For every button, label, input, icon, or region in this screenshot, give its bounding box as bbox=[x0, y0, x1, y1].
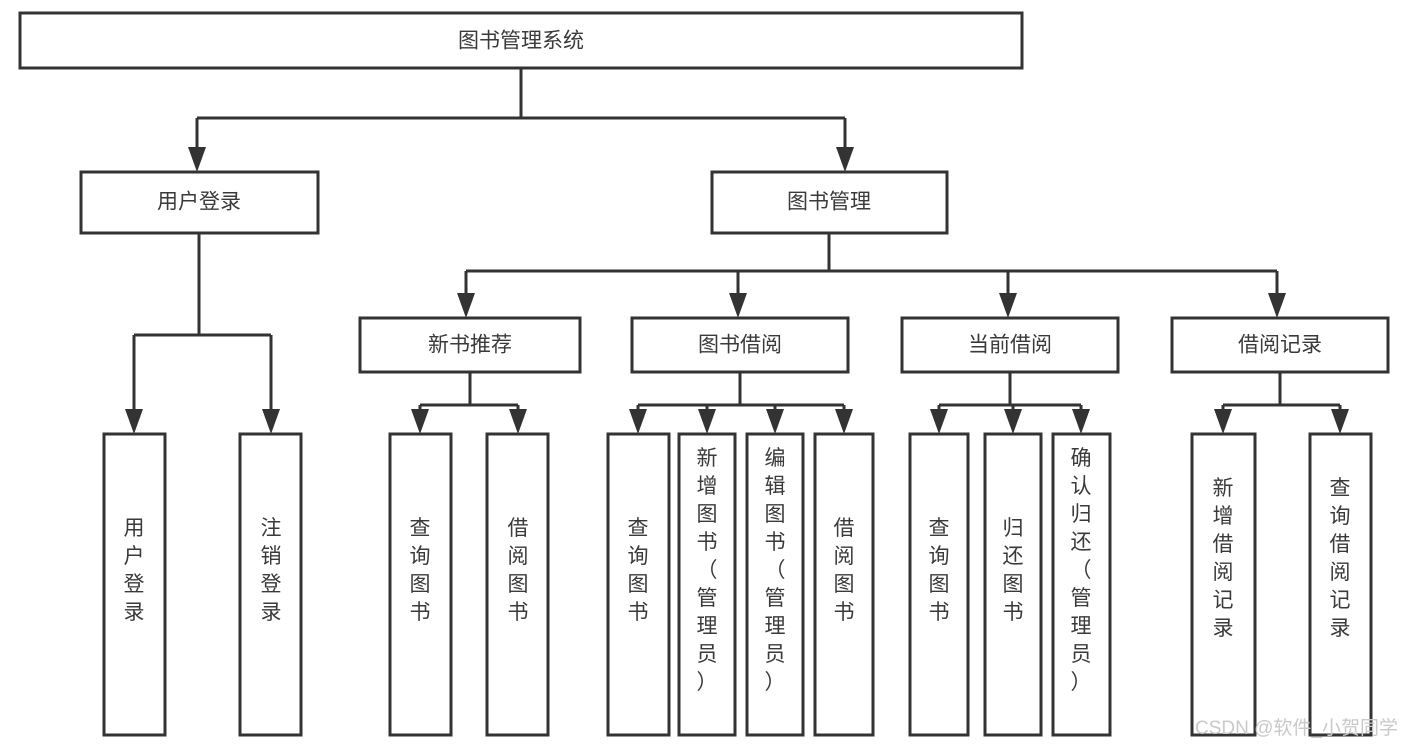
node-leaf-borrow-book-1-label: 借阅图书 bbox=[508, 517, 529, 624]
node-leaf-add-record-label: 新增借阅记录 bbox=[1213, 477, 1234, 640]
node-leaf-edit-book-label: 编辑图书（管理员） bbox=[765, 447, 786, 694]
node-leaf-user-logout-label: 注销登录 bbox=[261, 517, 282, 624]
connector-layer bbox=[125, 68, 1349, 434]
edge-bookmanage-to-level2 bbox=[457, 233, 1286, 318]
watermark-label: CSDN @软件_小贺同学 bbox=[1195, 717, 1398, 739]
node-root-label: 图书管理系统 bbox=[458, 30, 584, 53]
edge-bookborrow-to-leaves bbox=[629, 372, 853, 434]
node-leaf-confirm-return[interactable]: 确认归还（管理员） bbox=[1051, 432, 1112, 737]
node-leaf-query-record-label: 查询借阅记录 bbox=[1330, 477, 1351, 640]
node-leaf-query-book-1[interactable]: 查询图书 bbox=[388, 432, 453, 737]
node-leaf-borrow-book-1[interactable]: 借阅图书 bbox=[485, 432, 550, 737]
node-new-book-rec-label: 新书推荐 bbox=[428, 334, 512, 357]
node-book-manage[interactable]: 图书管理 bbox=[710, 170, 949, 235]
node-book-borrow[interactable]: 图书借阅 bbox=[630, 316, 850, 374]
node-leaf-user-login-label: 用户登录 bbox=[124, 517, 145, 624]
node-user-login-label: 用户登录 bbox=[157, 191, 241, 214]
node-leaf-user-logout[interactable]: 注销登录 bbox=[238, 432, 303, 737]
node-leaf-add-record[interactable]: 新增借阅记录 bbox=[1190, 432, 1257, 737]
node-leaf-query-book-1-label: 查询图书 bbox=[410, 517, 431, 624]
node-root[interactable]: 图书管理系统 bbox=[18, 11, 1024, 70]
node-leaf-user-login[interactable]: 用户登录 bbox=[102, 432, 167, 737]
node-borrow-record-label: 借阅记录 bbox=[1238, 334, 1322, 357]
node-leaf-borrow-book-2-label: 借阅图书 bbox=[834, 517, 855, 624]
node-book-borrow-label: 图书借阅 bbox=[698, 334, 782, 357]
node-book-manage-label: 图书管理 bbox=[787, 191, 871, 214]
node-user-login[interactable]: 用户登录 bbox=[79, 170, 320, 235]
edge-newbookrec-to-leaves bbox=[411, 372, 527, 434]
node-leaf-add-book-label: 新增图书（管理员） bbox=[697, 447, 718, 694]
node-leaf-query-book-2[interactable]: 查询图书 bbox=[606, 432, 671, 737]
node-leaf-query-book-2-label: 查询图书 bbox=[628, 517, 649, 624]
edge-userlogin-to-leaves bbox=[125, 233, 280, 434]
node-leaf-query-record[interactable]: 查询借阅记录 bbox=[1308, 432, 1373, 737]
node-current-borrow-label: 当前借阅 bbox=[968, 334, 1052, 357]
edge-borrowrecord-to-leaves bbox=[1214, 372, 1349, 434]
node-leaf-add-book[interactable]: 新增图书（管理员） bbox=[677, 432, 737, 737]
node-leaf-query-book-3-label: 查询图书 bbox=[929, 517, 950, 624]
node-borrow-record[interactable]: 借阅记录 bbox=[1170, 316, 1390, 374]
edge-root-to-level1 bbox=[188, 68, 854, 172]
node-leaf-return-book-label: 归还图书 bbox=[1003, 517, 1024, 624]
node-leaf-borrow-book-2[interactable]: 借阅图书 bbox=[813, 432, 875, 737]
edge-currentborrow-to-leaves bbox=[930, 372, 1090, 434]
node-new-book-rec[interactable]: 新书推荐 bbox=[358, 316, 582, 374]
node-leaf-return-book[interactable]: 归还图书 bbox=[983, 432, 1043, 737]
node-leaf-edit-book[interactable]: 编辑图书（管理员） bbox=[745, 432, 805, 737]
node-leaf-query-book-3[interactable]: 查询图书 bbox=[908, 432, 970, 737]
node-leaf-confirm-return-label: 确认归还（管理员） bbox=[1071, 447, 1092, 694]
node-current-borrow[interactable]: 当前借阅 bbox=[900, 316, 1120, 374]
